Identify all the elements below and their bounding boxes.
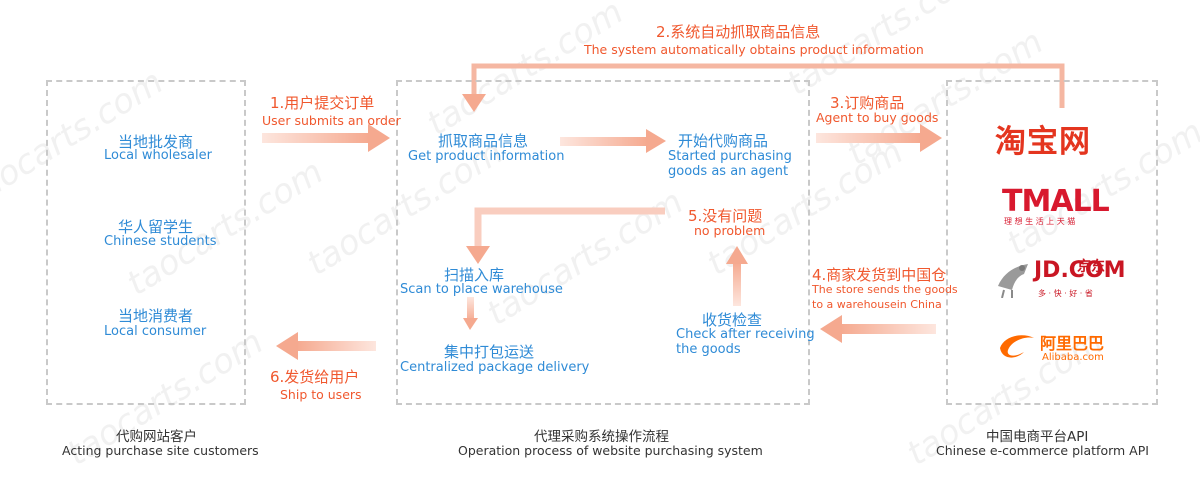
local-consumer-cn: 当地消费者 xyxy=(118,307,194,325)
step2-label-cn: 2.系统自动抓取商品信息 xyxy=(656,23,821,41)
step6-arrow xyxy=(296,341,376,351)
step4-label-cn: 4.商家发货到中国仓 xyxy=(812,266,947,284)
ecommerce-box xyxy=(946,80,1158,405)
step6-label-en: Ship to users xyxy=(280,387,362,402)
scan-to-pack-arrow xyxy=(467,297,474,321)
step2-arrow-head xyxy=(462,94,486,112)
grab-info-cn: 抓取商品信息 xyxy=(438,132,529,150)
chinese-students-en: Chinese students xyxy=(104,234,217,249)
grab-to-start-arrow xyxy=(560,137,648,146)
jd-logo: JD.COM 京东 多 · 快 · 好 · 省 xyxy=(994,256,1144,302)
customers-box xyxy=(46,80,246,405)
step3-arrow-head xyxy=(920,124,942,152)
alibaba-smile-icon xyxy=(1000,335,1034,358)
customers-caption-en: Acting purchase site customers xyxy=(62,443,259,458)
step5-arrow-head xyxy=(466,246,490,264)
jd-dog-icon xyxy=(998,264,1028,298)
step4-label-en1: The store sends the goods xyxy=(812,283,958,296)
start-purchase-en2: goods as an agent xyxy=(668,164,789,179)
grab-to-start-arrow-head xyxy=(646,129,666,153)
step4-label-en2: to a warehousein China xyxy=(812,298,942,311)
step2-label-en: The system automatically obtains product… xyxy=(584,42,924,57)
taobao-logo-text: 淘宝网 xyxy=(995,124,1091,160)
step1-arrow xyxy=(262,133,370,143)
receive-check-en2: the goods xyxy=(676,342,741,357)
step4-arrow-head xyxy=(820,315,842,343)
tmall-slogan: 理 想 生 活 上 天 猫 xyxy=(1004,217,1076,226)
package-delivery-cn: 集中打包运送 xyxy=(444,343,535,361)
step6-label-cn: 6.发货给用户 xyxy=(270,368,360,386)
local-wholesaler-en: Local wholesaler xyxy=(104,148,212,163)
scan-to-pack-arrow-head xyxy=(463,318,478,330)
step5-label-cn: 5.没有问题 xyxy=(688,207,763,225)
local-consumer-en: Local consumer xyxy=(104,324,207,339)
step3-label-cn: 3.订购商品 xyxy=(830,94,905,112)
step1-label-cn: 1.用户提交订单 xyxy=(270,94,375,112)
customers-caption-cn: 代购网站客户 xyxy=(116,429,197,445)
local-wholesaler-cn: 当地批发商 xyxy=(118,133,194,151)
step3-arrow xyxy=(816,133,922,143)
receive-to-ok-arrow xyxy=(733,262,741,306)
chinese-students-cn: 华人留学生 xyxy=(118,218,194,236)
start-purchase-cn: 开始代购商品 xyxy=(678,132,769,150)
jd-logo-en: JD.COM xyxy=(1034,258,1126,283)
system-box xyxy=(396,80,810,405)
jd-slogan: 多 · 快 · 好 · 省 xyxy=(1038,289,1093,298)
grab-info-en: Get product information xyxy=(408,149,565,164)
receive-to-ok-arrow-head xyxy=(726,246,748,264)
step6-arrow-head xyxy=(276,332,298,360)
step1-arrow-head xyxy=(368,124,390,152)
tmall-logo-text: TMALL xyxy=(1002,184,1110,219)
system-caption-cn: 代理采购系统操作流程 xyxy=(534,429,669,445)
ecommerce-caption-cn: 中国电商平台API xyxy=(986,429,1089,445)
step1-label-en: User submits an order xyxy=(262,113,401,128)
taobao-logo: 淘宝网 xyxy=(995,116,1091,161)
ecommerce-caption-en: Chinese e-commerce platform API xyxy=(936,443,1149,458)
scan-warehouse-en: Scan to place warehouse xyxy=(400,282,563,297)
receive-check-cn: 收货检查 xyxy=(702,311,763,329)
step5-arrow xyxy=(474,207,665,248)
step4-arrow xyxy=(840,324,936,334)
step5-label-en: no problem xyxy=(694,223,766,238)
system-caption-en: Operation process of website purchasing … xyxy=(458,443,763,458)
receive-check-en1: Check after receiving xyxy=(676,327,815,342)
step3-label-en: Agent to buy goods xyxy=(816,110,939,125)
alibaba-logo: 阿里巴巴 Alibaba.com xyxy=(996,330,1126,370)
alibaba-logo-en: Alibaba.com xyxy=(1042,352,1104,363)
scan-warehouse-cn: 扫描入库 xyxy=(444,266,505,284)
start-purchase-en1: Started purchasing xyxy=(668,149,792,164)
package-delivery-en: Centralized package delivery xyxy=(400,360,590,375)
alibaba-logo-cn: 阿里巴巴 xyxy=(1040,334,1105,353)
jd-logo-cn: 京东 xyxy=(1077,259,1105,275)
tmall-logo: TMALL 理 想 生 活 上 天 猫 xyxy=(1002,184,1110,227)
